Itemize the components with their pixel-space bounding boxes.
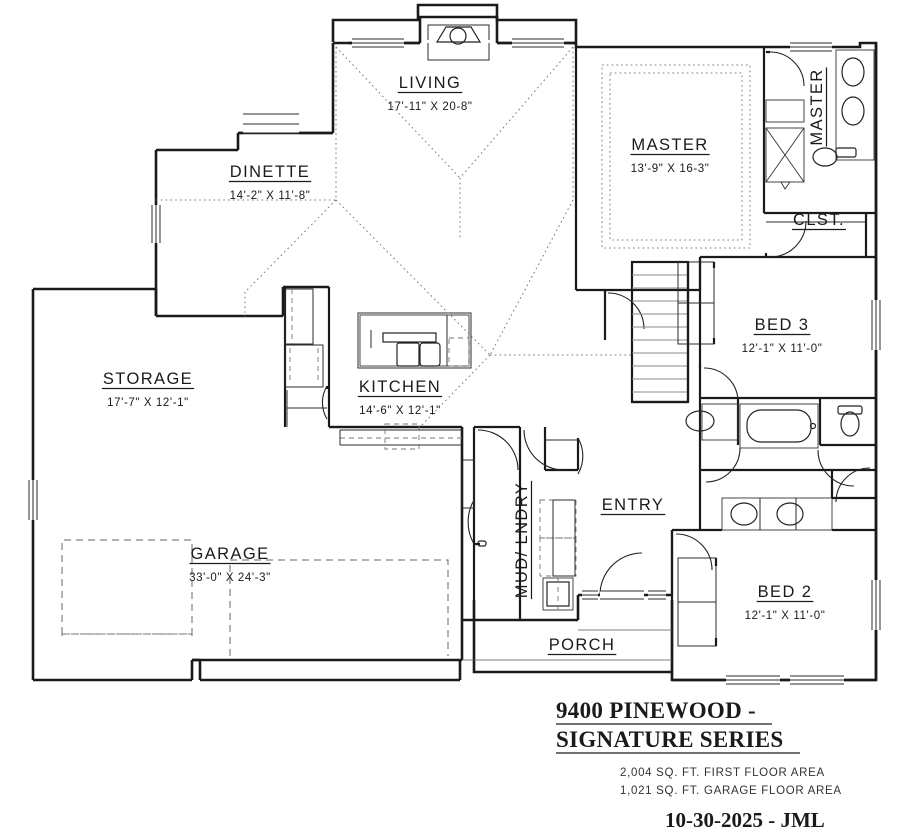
room-dimensions: 14'-6" X 12'-1" (359, 405, 441, 417)
window-dinette-top (238, 113, 333, 135)
hall-bathroom (685, 398, 876, 532)
bathtub (739, 403, 819, 449)
double-basin-sink (396, 342, 441, 367)
date-initials: 10-30-2025 - JML (665, 808, 825, 832)
room-label-kitchen: KITCHEN 14'-6" X 12'-1" (357, 378, 443, 417)
room-label-storage: STORAGE 17'-7" X 12'-1" (101, 370, 195, 409)
window-bed2-bottom (726, 675, 844, 685)
window-garage-left (28, 480, 38, 520)
room-label-bed3: BED 3 12'-1" X 11'-0" (742, 316, 823, 355)
area-garage: 1,021 SQ. FT. GARAGE FLOOR AREA (620, 785, 842, 797)
window-dinette-left (151, 205, 161, 243)
door-bed2 (675, 533, 713, 571)
staircase (630, 260, 690, 404)
room-label-dinette: DINETTE 14'-2" X 11'-8" (228, 163, 312, 202)
label-text: CLST. (793, 211, 845, 229)
room-name: LIVING (399, 74, 462, 92)
label-text: ENTRY (602, 496, 665, 514)
garage-door-single (61, 539, 193, 636)
toilet-master (812, 147, 857, 167)
label-clst: CLST. (792, 211, 846, 231)
label-mudlndry: MUD/ LNDRY (513, 480, 533, 600)
door-garage-to-mud (461, 459, 487, 547)
room-name: BED 2 (758, 583, 813, 601)
label-masterbath: MASTER (808, 67, 828, 147)
door-mud-to-kitchen (477, 429, 565, 471)
room-name: BED 3 (755, 316, 810, 334)
room-labels: LIVING 17'-11" X 20-8" MASTER 13'-9" X 16-3… (101, 74, 826, 622)
bed2-closet (677, 557, 718, 647)
title-block: 9400 PINEWOOD - SIGNATURE SERIES 2,004 S… (556, 698, 842, 832)
room-name: DINETTE (230, 163, 310, 181)
room-label-living: LIVING 17'-11" X 20-8" (388, 74, 473, 113)
entry-coat-closet (543, 427, 584, 475)
pantry-closet-lower (284, 344, 324, 388)
kitchen-island (357, 312, 472, 369)
washer-dryer (539, 499, 577, 577)
hall-double-vanity (721, 497, 833, 531)
master-bedroom-ceiling-tray (601, 64, 751, 249)
room-dimensions: 14'-2" X 11'-8" (230, 190, 311, 202)
door-bed3 (698, 365, 739, 403)
room-name: MASTER (631, 136, 708, 154)
vanity-side (685, 403, 739, 441)
master-bathroom (765, 42, 875, 190)
window-bed3-right (871, 300, 881, 350)
front-door (599, 552, 644, 600)
label-text: PORCH (549, 636, 616, 654)
room-dimensions: 17'-11" X 20-8" (388, 101, 473, 113)
garage-door-double (229, 559, 449, 656)
label-porch: PORCH (547, 636, 617, 656)
window-living-top-left (348, 38, 420, 48)
label-text: MASTER (808, 68, 826, 145)
window-masterbath-top (790, 42, 832, 52)
misc-labels: CLST. ENTRY PORCH MASTER MUD/ LNDRY (513, 67, 846, 656)
room-dimensions: 13'-9" X 16-3" (631, 163, 710, 175)
room-label-garage: GARAGE 33'-0" X 24'-3" (189, 545, 271, 584)
title-line-2: SIGNATURE SERIES (556, 727, 783, 752)
vaulted-ceiling-lines (156, 46, 632, 428)
room-dimensions: 12'-1" X 11'-0" (742, 343, 823, 355)
door-master-bedroom (603, 290, 645, 330)
room-name: KITCHEN (359, 378, 441, 396)
utility-sink (542, 577, 574, 611)
room-name: GARAGE (190, 545, 269, 563)
shower-master (765, 127, 805, 190)
room-name: STORAGE (103, 370, 193, 388)
wall-geometry (28, 15, 881, 685)
title-line-1: 9400 PINEWOOD - (556, 698, 756, 723)
window-bed2-right (871, 580, 881, 630)
room-label-bed2: BED 2 12'-1" X 11'-0" (745, 583, 826, 622)
label-entry: ENTRY (600, 496, 666, 516)
window-living-top-right (497, 38, 576, 48)
door-kitchen-storage (321, 385, 329, 420)
bed3-closet (677, 261, 716, 345)
room-dimensions: 33'-0" X 24'-3" (189, 572, 271, 584)
room-dimensions: 17'-7" X 12'-1" (107, 397, 189, 409)
area-first-floor: 2,004 SQ. FT. FIRST FLOOR AREA (620, 767, 825, 779)
label-text: MUD/ LNDRY (513, 482, 531, 598)
room-dimensions: 12'-1" X 11'-0" (745, 610, 826, 622)
pantry-closet-upper (284, 288, 314, 345)
fireplace-bumpout (418, 15, 499, 61)
window-porch-wall (582, 590, 666, 600)
toilet-hall (837, 405, 863, 437)
kitchen-counter-run (329, 423, 462, 450)
master-closet (764, 213, 868, 258)
room-label-master: MASTER 13'-9" X 16-3" (630, 136, 710, 175)
